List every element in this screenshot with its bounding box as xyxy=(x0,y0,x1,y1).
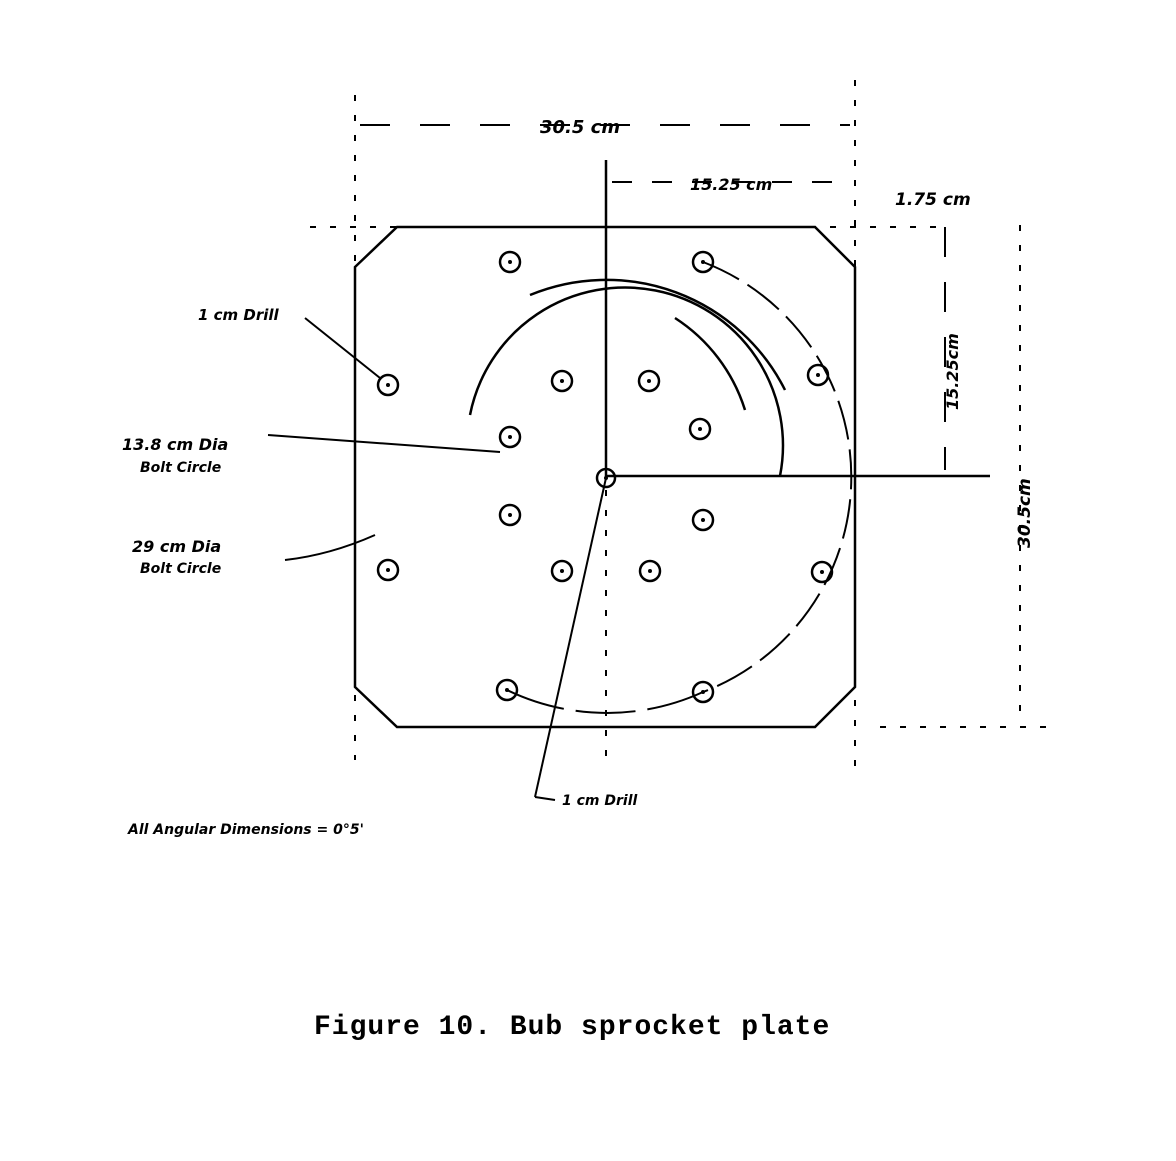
bolt-hole xyxy=(498,425,522,449)
hole-center-mark xyxy=(508,260,512,264)
bolt-hole xyxy=(637,369,661,393)
bolt-hole xyxy=(691,250,715,274)
inner-circle-label-2: Bolt Circle xyxy=(140,460,221,476)
outer-circle-label: 29 cm Dia xyxy=(132,537,221,556)
hole-center-mark xyxy=(386,568,390,572)
bolt-hole xyxy=(806,363,830,387)
bolt-hole xyxy=(691,680,715,704)
angle-arc-upper xyxy=(529,278,787,391)
hole-center-mark xyxy=(701,260,705,264)
hole-center-mark xyxy=(560,569,564,573)
hole-center-mark xyxy=(508,435,512,439)
angle-arc-small xyxy=(674,316,747,411)
bolt-hole xyxy=(376,373,400,397)
inner-angle-arc xyxy=(468,286,785,477)
bolt-hole xyxy=(498,250,522,274)
drill-label-center: 1 cm Drill xyxy=(562,793,637,809)
hole-center-mark xyxy=(698,427,702,431)
dim-half-height: 15.25cm xyxy=(943,333,962,410)
dim-corner-offset: 1.75 cm xyxy=(895,190,971,210)
hole-center-mark xyxy=(701,690,705,694)
hole-center-mark xyxy=(701,518,705,522)
bolt-hole xyxy=(550,559,574,583)
bolt-hole xyxy=(550,369,574,393)
hole-center-mark xyxy=(505,688,509,692)
bolt-holes xyxy=(376,250,834,704)
inner-circle-label: 13.8 cm Dia xyxy=(122,435,228,454)
hole-center-mark xyxy=(816,373,820,377)
center-hole xyxy=(595,467,617,489)
hole-center-mark xyxy=(560,379,564,383)
figure-caption: Figure 10. Bub sprocket plate xyxy=(314,1012,831,1043)
bolt-hole xyxy=(498,503,522,527)
angular-dimensions-note: All Angular Dimensions = 0°5' xyxy=(127,822,364,838)
hole-center-mark xyxy=(386,383,390,387)
bolt-hole xyxy=(691,508,715,532)
bolt-hole xyxy=(688,417,712,441)
drill-label-top: 1 cm Drill xyxy=(198,306,280,324)
hole-center-mark xyxy=(647,379,651,383)
bolt-hole xyxy=(376,558,400,582)
dim-width-total: 30.5 cm xyxy=(540,117,620,138)
dim-height-total: 30.5cm xyxy=(1015,478,1035,548)
outer-circle-label-2: Bolt Circle xyxy=(140,561,221,577)
drill-leader xyxy=(534,477,607,798)
bolt-hole xyxy=(495,678,519,702)
hole-center-mark xyxy=(820,570,824,574)
outer-bolt-circle-arc xyxy=(702,261,853,693)
plate-outline xyxy=(353,225,857,729)
hole-center-mark xyxy=(648,569,652,573)
hole-center-mark xyxy=(604,476,608,480)
dim-half-width: 15.25 cm xyxy=(690,175,772,194)
hole-center-mark xyxy=(508,513,512,517)
bolt-hole xyxy=(810,560,834,584)
bolt-hole xyxy=(638,559,662,583)
